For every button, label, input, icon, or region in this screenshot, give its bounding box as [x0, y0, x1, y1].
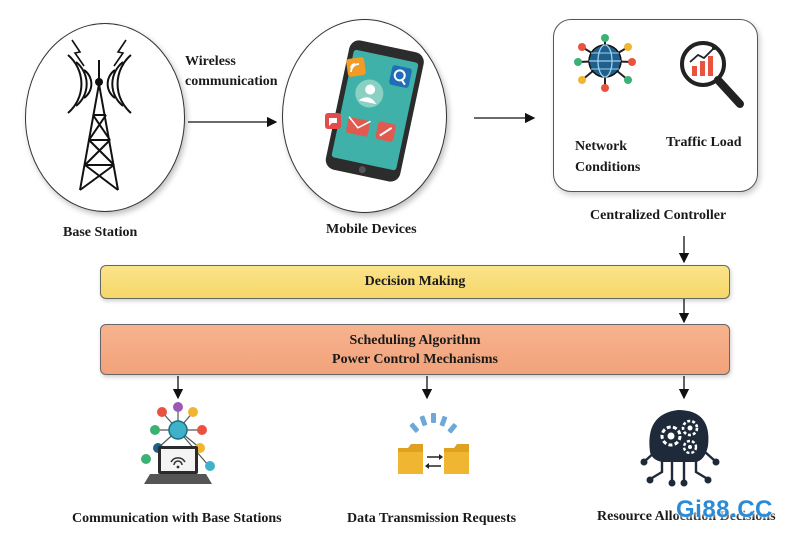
wireless-communication-label: Wireless communication [185, 52, 278, 92]
centralized-controller-box [553, 19, 758, 192]
power-control-label: Power Control Mechanisms [332, 351, 498, 367]
wireless-label-line1: Wireless [185, 54, 236, 69]
scheduling-power-control-bar: Scheduling Algorithm Power Control Mecha… [100, 324, 730, 375]
resource-allocation-label: Resource Allocation Decisions [597, 509, 776, 524]
watermark: Gi88.CC [676, 496, 773, 523]
network-conditions-label: Network Conditions [575, 136, 640, 178]
network-conditions-line2: Conditions [575, 160, 641, 175]
centralized-controller-label: Centralized Controller [590, 208, 727, 223]
decision-making-label: Decision Making [364, 274, 466, 289]
communication-label: Communication with Base Stations [72, 511, 282, 526]
data-transmission-label: Data Transmission Requests [347, 511, 517, 526]
network-conditions-line1: Network [575, 139, 628, 154]
decision-making-bar: Decision Making [100, 265, 730, 299]
traffic-load-label: Traffic Load [666, 135, 742, 150]
scheduling-algorithm-label: Scheduling Algorithm [349, 332, 481, 348]
wireless-label-line2: communication [185, 74, 278, 89]
base-station-label: Base Station [63, 225, 138, 240]
mobile-devices-label: Mobile Devices [326, 222, 417, 237]
